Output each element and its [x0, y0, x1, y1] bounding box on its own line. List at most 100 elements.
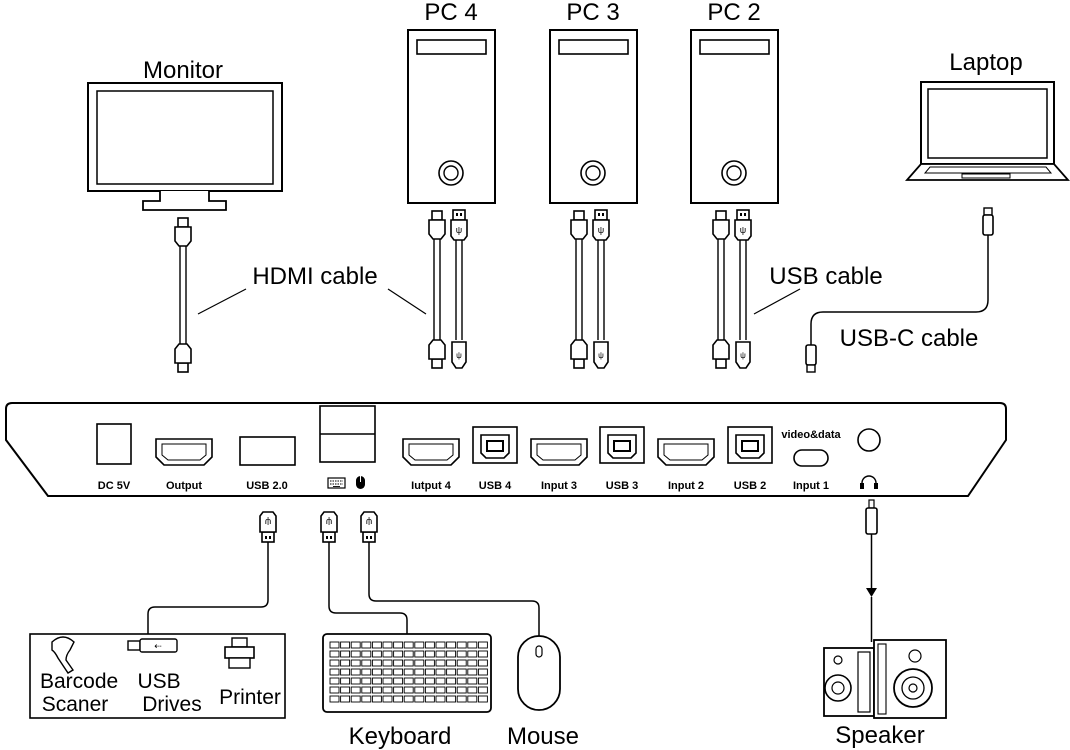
keyboard-key [456, 695, 467, 703]
keyboard-key [403, 650, 414, 658]
keyboard-key [435, 686, 446, 694]
keyboard-key [371, 695, 382, 703]
port-label-video-data: video&data [781, 429, 841, 441]
keyboard-key [446, 641, 457, 649]
keyboard-key [350, 686, 361, 694]
keyboard-key [424, 641, 435, 649]
keyboard-key [435, 650, 446, 658]
mouse-cable [360, 511, 540, 640]
keyboard-key [403, 695, 414, 703]
pc3-tower [549, 29, 638, 204]
keyboard-key [446, 695, 457, 703]
keyboard-key [382, 659, 393, 667]
keyboard-key [467, 650, 478, 658]
keyboard-key [435, 695, 446, 703]
keyboard-key [467, 668, 478, 676]
keyboard-key [340, 650, 351, 658]
speaker [823, 639, 947, 719]
keyboard-key [424, 668, 435, 676]
port-label-input4: Iutput 4 [411, 480, 452, 492]
hdmi-leader-right [387, 288, 427, 315]
keyboard-key [456, 659, 467, 667]
keyboard-key [329, 677, 340, 685]
keyboard-key [382, 686, 393, 694]
keyboard-key [467, 695, 478, 703]
keyboard-key [382, 650, 393, 658]
mouse-label: Mouse [507, 723, 579, 750]
keyboard-key [424, 659, 435, 667]
keyboard-key [393, 668, 404, 676]
input-1-usbc-port [793, 449, 829, 467]
laptop [905, 81, 1070, 181]
keyboard-key [446, 650, 457, 658]
keyboard-key [371, 641, 382, 649]
usb-drives-label: USB Drives [137, 670, 201, 716]
keyboard-key [340, 686, 351, 694]
keyboard-key [403, 659, 414, 667]
keyboard-key [382, 695, 393, 703]
printer-icon [224, 637, 255, 669]
keyboard-key [435, 659, 446, 667]
keyboard-key [371, 650, 382, 658]
keyboard-key [414, 659, 425, 667]
keyboard-key [393, 659, 404, 667]
usb-3-port [599, 426, 645, 464]
keyboard-key [393, 641, 404, 649]
keyboard-key [477, 668, 488, 676]
keyboard-key [456, 686, 467, 694]
usb-drive-icon: ⇠ [127, 638, 178, 653]
monitor-label: Monitor [143, 57, 223, 84]
port-label-usb20: USB 2.0 [246, 480, 288, 492]
port-label-usb2: USB 2 [734, 480, 766, 492]
usb-cable-label: USB cable [769, 263, 882, 290]
pc3-cables [570, 209, 610, 369]
keyboard-key [361, 650, 372, 658]
keyboard-key [361, 677, 372, 685]
hdmi-leader-left [197, 288, 247, 315]
keyboard [322, 633, 492, 713]
keyboard-key [446, 677, 457, 685]
keyboard-key [414, 695, 425, 703]
port-label-usb3: USB 3 [606, 480, 638, 492]
keyboard-key [329, 659, 340, 667]
keyboard-key [340, 668, 351, 676]
keyboard-icon [327, 477, 346, 489]
keyboard-key [361, 641, 372, 649]
keyboard-key [371, 659, 382, 667]
barcode-scanner-label-line2: Scaner [42, 693, 109, 716]
keyboard-key [456, 641, 467, 649]
keyboard-key [350, 641, 361, 649]
barcode-scanner-label-line1: Barcode [40, 670, 118, 693]
usb-drives-label-line1: USB [137, 670, 180, 693]
keyboard-key [393, 686, 404, 694]
pc4-tower [407, 29, 496, 204]
monitor-hdmi-cable [174, 217, 192, 373]
svg-text:⇠: ⇠ [154, 641, 162, 651]
keyboard-key [350, 677, 361, 685]
keyboard-key [329, 650, 340, 658]
keyboard-key [371, 677, 382, 685]
keyboard-key [424, 686, 435, 694]
keyboard-key [446, 659, 457, 667]
input-4-hdmi-port [402, 438, 460, 466]
keyboard-key [329, 695, 340, 703]
keyboard-key [435, 677, 446, 685]
keyboard-key [350, 695, 361, 703]
pc3-label: PC 3 [566, 0, 619, 26]
keyboard-key [414, 668, 425, 676]
input-2-hdmi-port [657, 438, 715, 466]
usb-peripheral-cable [147, 511, 277, 634]
keyboard-key [382, 677, 393, 685]
keyboard-mouse-port [319, 405, 376, 463]
keyboard-key [350, 650, 361, 658]
keyboard-key [424, 650, 435, 658]
speaker-label: Speaker [835, 722, 924, 749]
laptop-label: Laptop [949, 49, 1022, 76]
keyboard-key [467, 677, 478, 685]
keyboard-key [414, 677, 425, 685]
keyboard-key [446, 668, 457, 676]
keyboard-key [414, 650, 425, 658]
keyboard-key [414, 641, 425, 649]
usbc-cable-label: USB-C cable [840, 325, 979, 352]
